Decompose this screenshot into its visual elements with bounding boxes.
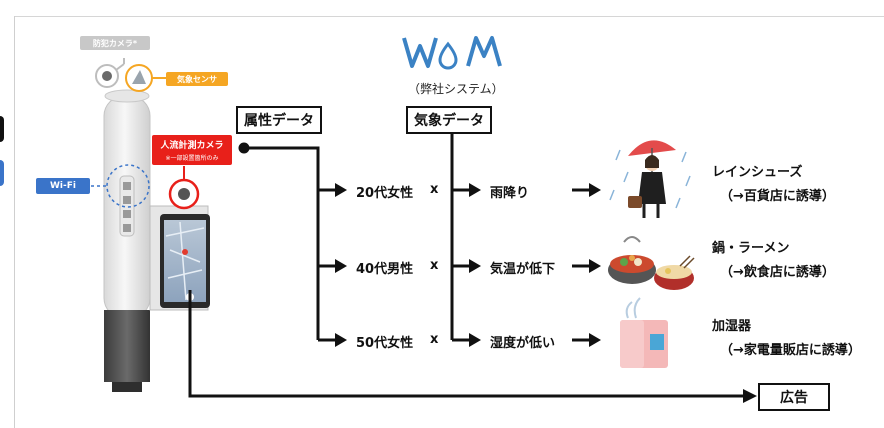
counter-camera-group [168,166,200,210]
top-camera-group [95,58,166,92]
frame-left-border [14,16,15,428]
row1-target: （→百貨店に誘導） [720,189,835,204]
weather-sensor-label: 気象センサ [166,72,228,86]
hotpot-ramen-icon [608,236,695,290]
wom-logo-icon [398,32,514,74]
connector-lines [188,128,744,398]
row1-product: レインシューズ [712,165,803,180]
woman-with-umbrella-icon [609,140,691,218]
logo-subtitle: （弊社システム） [408,82,504,96]
attribute-data-box: 属性データ [236,106,322,134]
row3-times: x [430,332,439,347]
row3-demographic: 50代女性 [356,336,414,351]
humidifier-icon [620,297,668,368]
row3-condition: 湿度が低い [490,336,556,351]
wifi-group [91,164,150,208]
wifi-label: Wi-Fi [36,178,90,194]
row1-demographic: 20代女性 [356,186,414,201]
left-edge-mark [0,116,4,142]
row2-demographic: 40代男性 [356,262,414,277]
weather-data-box: 気象データ [406,106,492,134]
signage-pole [103,89,151,392]
counter-camera-label-box: 人流計測カメラ ※一部設置箇所のみ [152,135,232,165]
row3-target: （→家電量販店に誘導） [720,343,861,358]
row3-product: 加湿器 [712,319,752,334]
frame-top-border [14,16,884,17]
row2-product: 鍋・ラーメン [712,241,790,256]
counter-camera-sublabel: ※一部設置箇所のみ [165,155,219,162]
row2-condition: 気温が低下 [490,262,556,277]
counter-camera-label: 人流計測カメラ [160,141,224,151]
signage-screen [149,205,210,311]
advertising-box: 広告 [758,383,830,411]
row1-times: x [430,182,439,197]
left-edge-mark-blue [0,160,4,186]
security-camera-label: 防犯カメラ* [80,36,150,50]
row-arrows [318,183,757,403]
row2-target: （→飲食店に誘導） [720,265,835,280]
row1-condition: 雨降り [490,186,530,201]
row2-times: x [430,258,439,273]
